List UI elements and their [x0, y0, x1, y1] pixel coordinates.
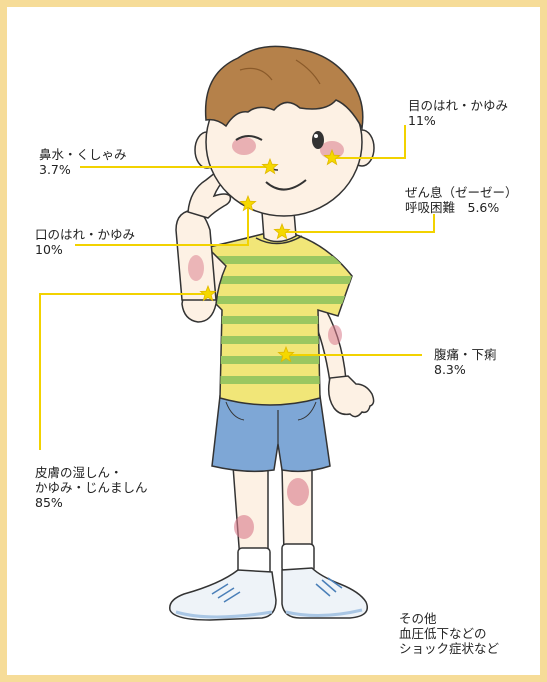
label-eyes: 目のはれ・かゆみ 11% — [408, 98, 508, 128]
label-mouth-title: 口のはれ・かゆみ — [35, 227, 136, 242]
shoes — [169, 567, 368, 621]
arm-rash-left — [188, 255, 204, 281]
leg-rash-left — [234, 515, 254, 539]
label-stomach: 腹痛・下痢 8.3% — [434, 347, 497, 377]
label-skin-value: 85% — [35, 495, 63, 510]
star-marker-stomach — [277, 345, 295, 363]
striped-shirt — [204, 229, 353, 406]
leader-line-skin — [39, 293, 208, 450]
star-marker-mouth — [239, 194, 257, 212]
label-other-line3: ショック症状など — [399, 641, 500, 656]
boy-illustration — [39, 45, 435, 621]
star-marker-eyes — [323, 148, 341, 166]
leader-line-eyes — [332, 125, 406, 159]
star-marker-skin — [199, 284, 217, 302]
neck — [261, 211, 297, 243]
shorts — [211, 395, 331, 473]
leg-rash-right — [287, 478, 309, 506]
label-skin-line2: かゆみ・じんましん — [35, 480, 148, 495]
hair — [204, 45, 364, 131]
mouth — [265, 179, 307, 191]
head — [194, 45, 375, 217]
label-stomach-title: 腹痛・下痢 — [434, 347, 497, 362]
label-other-line2: 血圧低下などの — [399, 626, 487, 641]
arm-rash — [328, 325, 342, 345]
label-throat: ぜん息（ゼーゼー） 呼吸困難 5.6% — [405, 185, 518, 215]
label-skin: 皮膚の湿しん・ かゆみ・じんましん 85% — [35, 465, 148, 510]
legs — [232, 465, 315, 577]
star-marker-throat — [273, 222, 291, 240]
label-mouth: 口のはれ・かゆみ 10% — [35, 227, 135, 257]
right-eye — [312, 131, 324, 149]
label-skin-line1: 皮膚の湿しん・ — [35, 465, 123, 480]
label-throat-title: ぜん息（ゼーゼー） — [405, 185, 518, 200]
right-hand — [327, 375, 375, 418]
collar — [255, 235, 303, 245]
left-arm — [175, 165, 232, 323]
leader-lines — [39, 125, 435, 450]
star-markers — [199, 148, 341, 363]
leader-line-mouth — [75, 206, 249, 246]
shorts-pockets — [225, 401, 317, 421]
label-other-line1: その他 — [399, 611, 437, 626]
label-nose-value: 3.7% — [39, 162, 71, 177]
left-eye-closed — [235, 135, 263, 141]
label-nose: 鼻水・くしゃみ 3.7% — [39, 147, 127, 177]
left-cheek-rash — [232, 137, 256, 155]
label-throat-value: 呼吸困難 5.6% — [405, 200, 500, 215]
right-arm — [311, 298, 375, 418]
shirt-stripes — [205, 256, 352, 384]
label-stomach-value: 8.3% — [434, 362, 466, 377]
label-eyes-title: 目のはれ・かゆみ — [408, 98, 509, 113]
label-eyes-value: 11% — [408, 113, 436, 128]
star-marker-nose — [261, 157, 279, 175]
label-nose-title: 鼻水・くしゃみ — [39, 147, 127, 162]
label-mouth-value: 10% — [35, 242, 63, 257]
leader-line-throat — [282, 214, 435, 233]
label-other: その他 血圧低下などの ショック症状など — [399, 611, 499, 656]
